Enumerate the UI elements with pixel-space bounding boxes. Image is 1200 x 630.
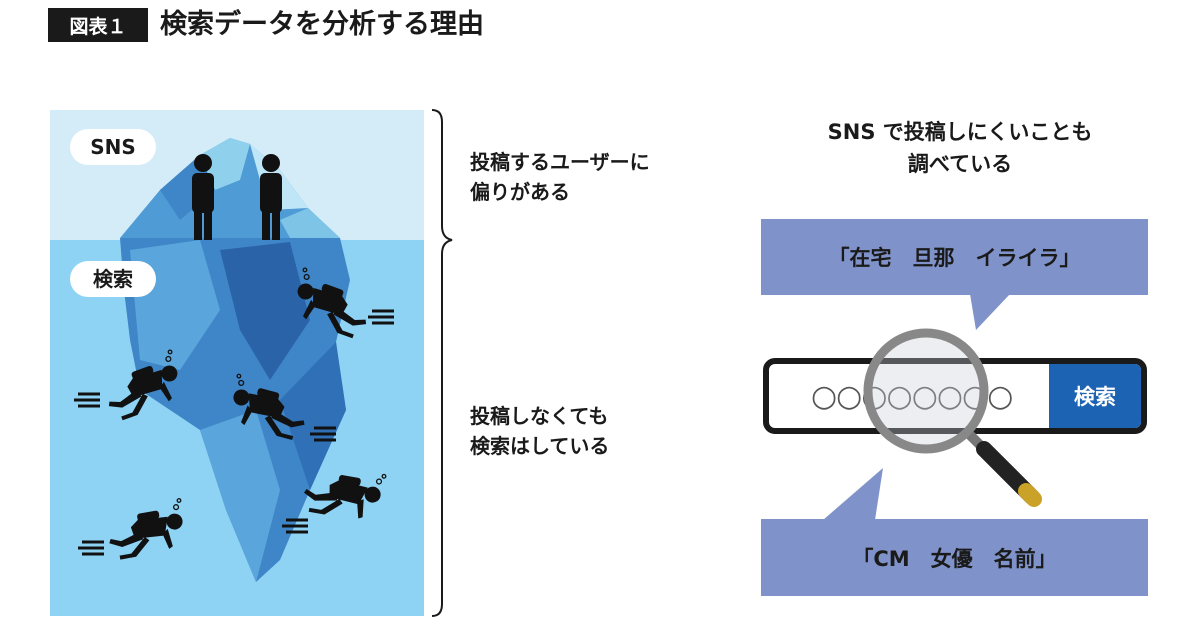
figure-title: 検索データを分析する理由 [160,9,484,40]
annotation-bottom-line: 投稿しなくても [470,404,609,428]
search-label: 検索 [70,261,156,297]
bubble-tail-bottom [823,468,883,520]
curly-bracket [431,109,453,617]
iceberg-illustration [50,110,424,616]
query-bubble-bottom: 「CM 女優 名前」 [761,519,1148,596]
magnifier-icon [863,328,1042,507]
search-button[interactable]: 検索 [1049,364,1141,428]
figure-badge: 図表１ [48,8,148,42]
annotation-top-line: 投稿するユーザーに [470,150,650,174]
annotation-top: 投稿するユーザーに 偏りがある [470,147,650,207]
right-heading-line: 調べている [907,152,1013,176]
search-box[interactable]: ○○○○○○○○ 検索 [763,358,1147,434]
annotation-bottom: 投稿しなくても 検索はしている [470,401,609,461]
right-heading-line: SNS で投稿しにくいことも [827,120,1093,144]
right-heading: SNS で投稿しにくいことも 調べている [760,116,1160,180]
annotation-top-line: 偏りがある [470,180,570,204]
sns-label: SNS [70,129,156,165]
bubble-tail-top [970,294,1010,330]
query-bubble-top: 「在宅 旦那 イライラ」 [761,219,1148,295]
annotation-bottom-line: 検索はしている [470,434,610,458]
